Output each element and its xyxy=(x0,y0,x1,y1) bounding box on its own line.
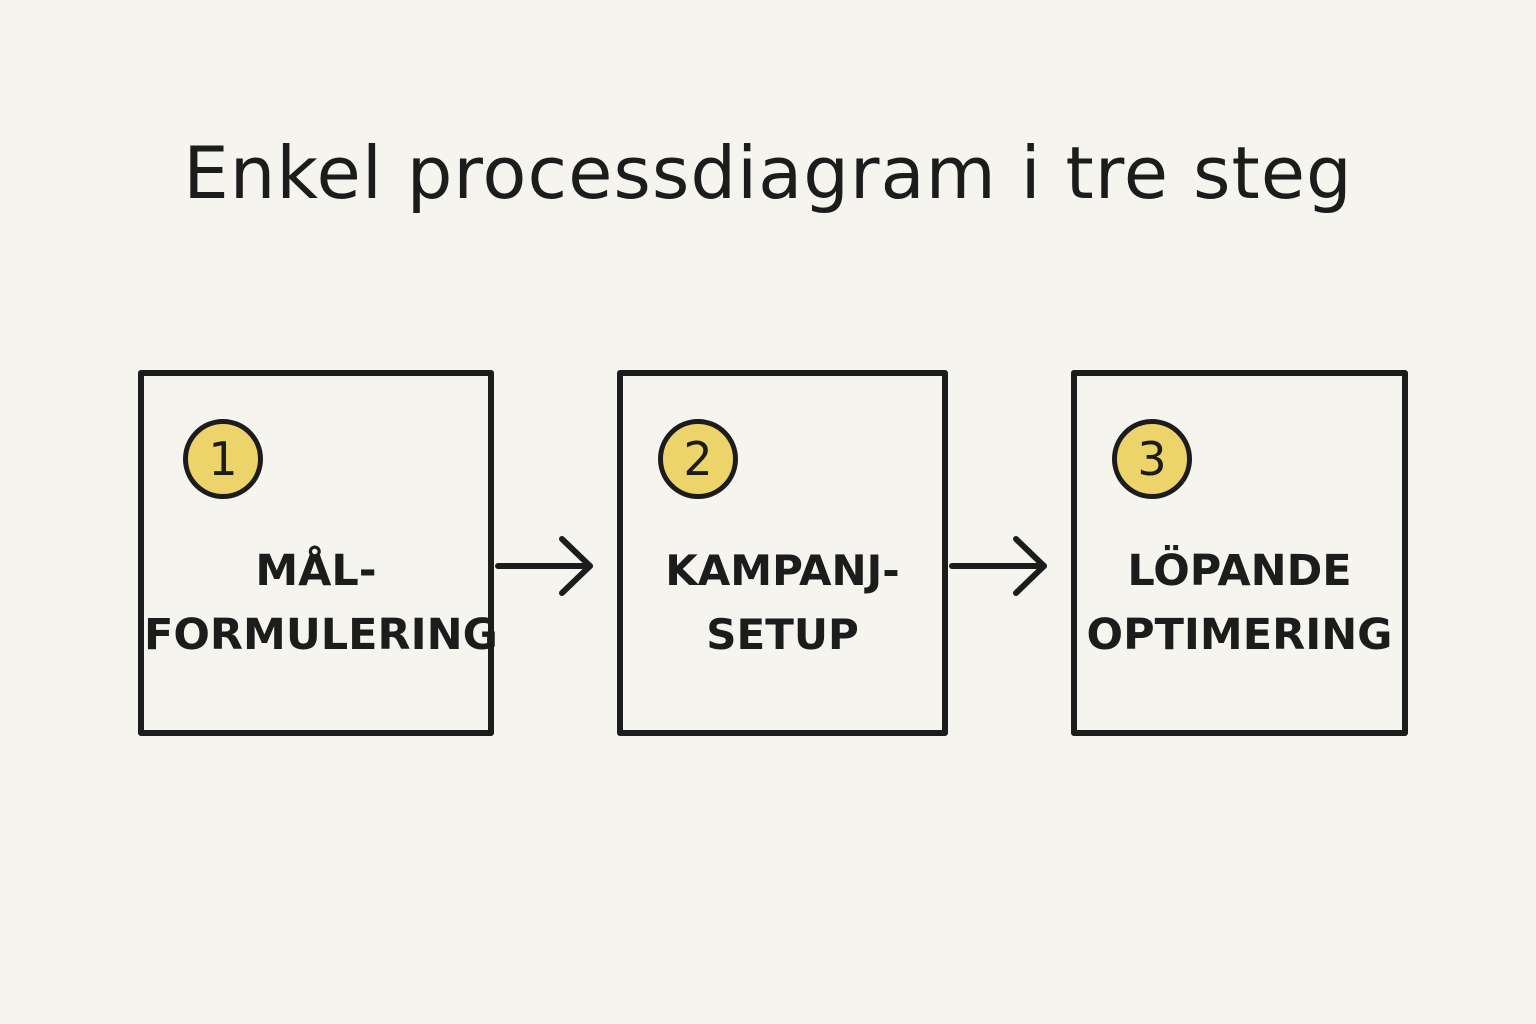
step-label-2-line-1: KAMPANJ- xyxy=(665,546,900,595)
step-box-1: 1 MÅL- FORMULERING xyxy=(138,370,498,736)
step-box-3: 3 LÖPANDE OPTIMERING xyxy=(1071,370,1408,736)
step-label-1-line-1: MÅL- xyxy=(255,546,377,596)
step-number-badge-3: 3 xyxy=(1112,419,1192,499)
step-label-2: KAMPANJ- SETUP xyxy=(623,539,942,667)
step-label-3-line-1: LÖPANDE xyxy=(1127,546,1352,596)
step-number-badge-1: 1 xyxy=(183,419,263,499)
step-label-2-line-2: SETUP xyxy=(706,610,859,659)
diagram-title: Enkel processdiagram i tre steg xyxy=(183,131,1353,215)
step-number-badge-2: 2 xyxy=(658,419,738,499)
step-box-2: 2 KAMPANJ- SETUP xyxy=(617,370,948,736)
step-label-3: LÖPANDE OPTIMERING xyxy=(1077,539,1402,667)
arrow-right-icon xyxy=(495,536,593,596)
step-label-3-line-2: OPTIMERING xyxy=(1086,610,1393,660)
arrow-right-icon xyxy=(949,536,1047,596)
step-label-1: MÅL- FORMULERING xyxy=(144,539,498,667)
step-label-1-line-2: FORMULERING xyxy=(144,610,498,660)
